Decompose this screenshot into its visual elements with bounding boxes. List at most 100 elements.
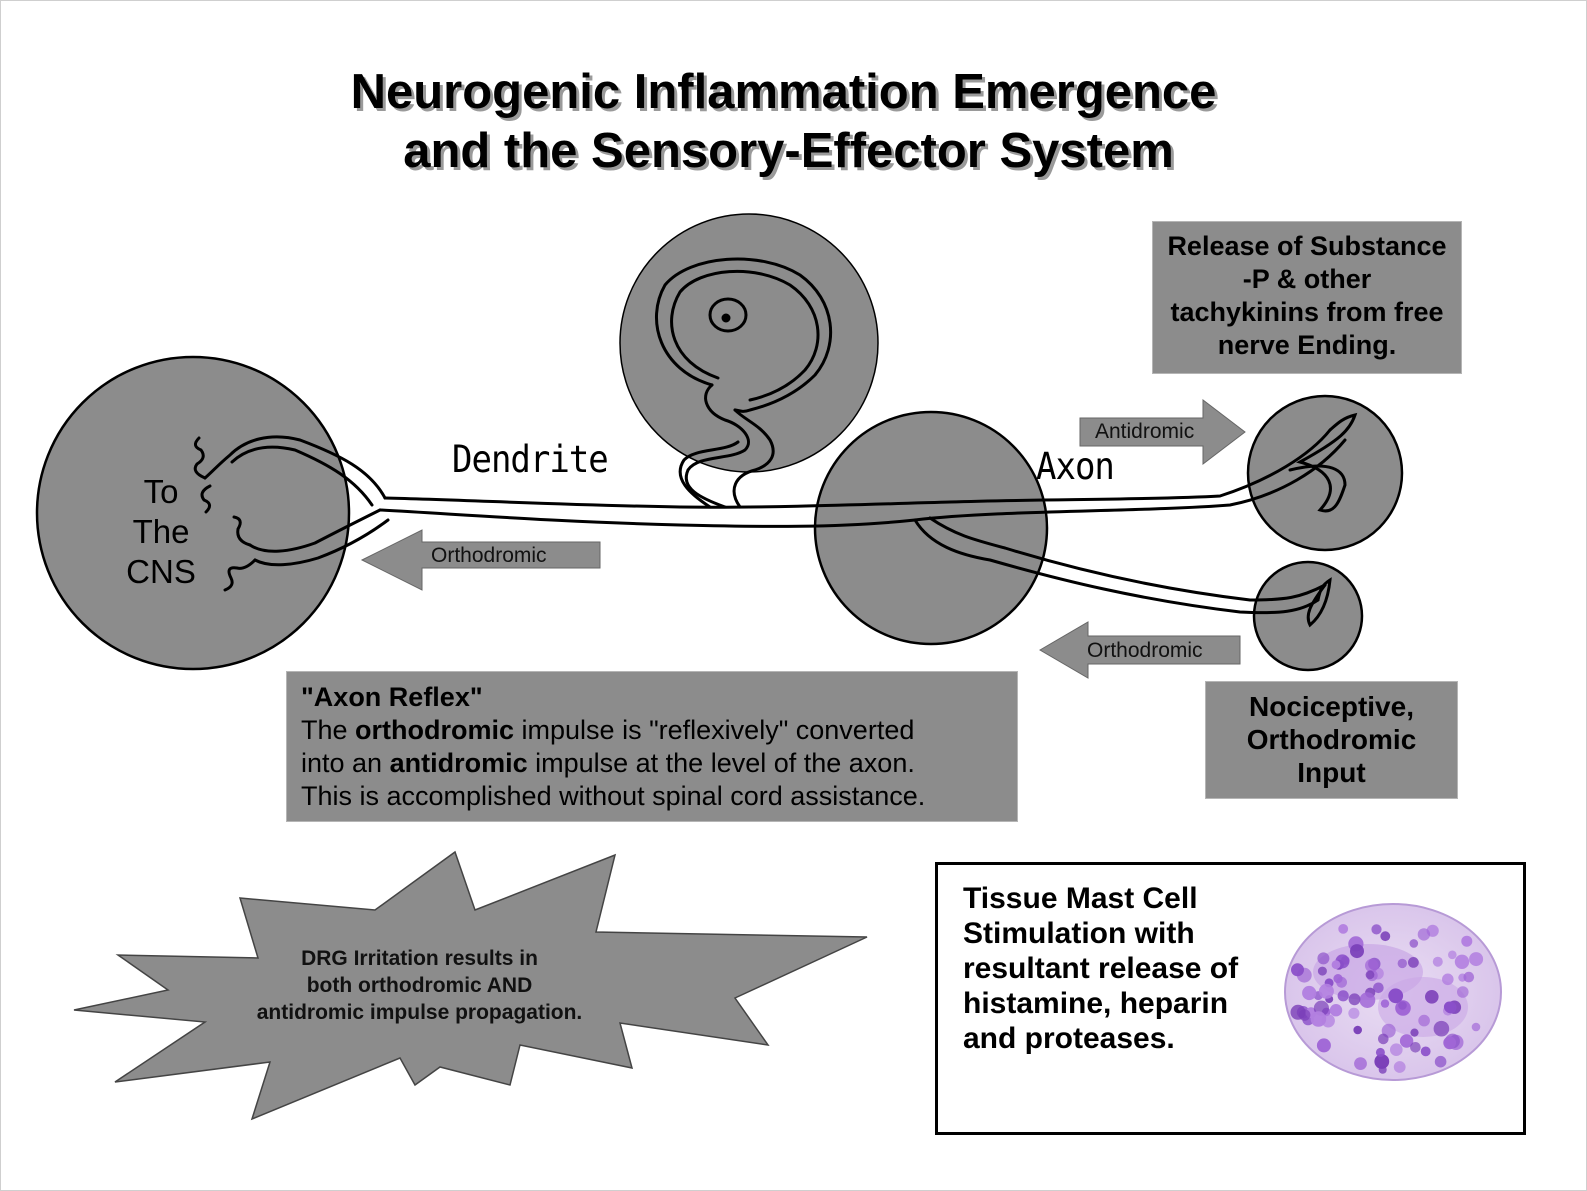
nociceptive-line: Orthodromic xyxy=(1246,724,1417,755)
granule xyxy=(1442,973,1454,986)
granule xyxy=(1443,1001,1455,1013)
release-substance-p-box: Release of Substance -P & other tachykin… xyxy=(1152,221,1462,374)
granule xyxy=(1409,939,1419,948)
granule xyxy=(1317,966,1327,976)
antidromic-arrow xyxy=(1079,398,1246,466)
mast-cell-granules xyxy=(1290,924,1484,1074)
granule xyxy=(1448,950,1457,960)
text-run: into an xyxy=(301,748,390,778)
granule xyxy=(1378,1065,1387,1074)
granule xyxy=(1454,954,1470,969)
mast-cell-image xyxy=(1284,903,1502,1081)
granule xyxy=(1310,1011,1327,1027)
mast-line: Tissue Mast Cell xyxy=(963,882,1198,915)
granule xyxy=(1410,1028,1419,1037)
granule xyxy=(1373,982,1384,994)
granule xyxy=(1291,963,1304,977)
granule xyxy=(1316,1038,1331,1053)
release-line: -P & other xyxy=(1242,264,1372,294)
granule xyxy=(1432,956,1443,967)
mast-line: resultant release of xyxy=(963,952,1239,985)
antidromic-emphasis: antidromic xyxy=(389,748,528,778)
granule xyxy=(1374,1054,1390,1069)
granule xyxy=(1338,924,1349,934)
orthodromic-arrow-right xyxy=(1039,621,1241,679)
mast-line: and proteases. xyxy=(963,1022,1175,1055)
granule xyxy=(1471,1022,1481,1032)
cns-circle xyxy=(35,355,351,671)
granule xyxy=(1365,970,1375,980)
text-run: The xyxy=(301,715,356,745)
release-line: tachykinins from free xyxy=(1170,297,1444,327)
cns-label-line: CNS xyxy=(126,553,196,590)
axon-branch-circle xyxy=(813,410,1049,646)
granule xyxy=(1443,1036,1457,1050)
axon-label: Axon xyxy=(1036,445,1115,489)
granule xyxy=(1302,985,1317,1001)
granule xyxy=(1341,956,1350,965)
text-run: impulse at the level of the axon. xyxy=(527,748,915,778)
granule xyxy=(1457,986,1469,998)
granule xyxy=(1408,957,1419,968)
dendrite-label: Dendrite xyxy=(452,438,609,482)
nociceptive-line: Nociceptive, xyxy=(1249,691,1414,722)
granule xyxy=(1359,992,1376,1008)
orthodromic-emphasis: orthodromic xyxy=(355,715,515,745)
granule xyxy=(1393,1061,1406,1073)
to-the-cns-label: To The CNS xyxy=(116,472,206,592)
granule xyxy=(1365,958,1379,973)
axon-reflex-line-2: into an antidromic impulse at the level … xyxy=(301,747,1017,780)
granule xyxy=(1398,1001,1407,1010)
granule xyxy=(1388,988,1404,1004)
granule xyxy=(1354,1057,1367,1070)
granule xyxy=(1420,1046,1431,1057)
granule xyxy=(1350,944,1364,959)
granule xyxy=(1348,1007,1360,1019)
drg-irritation-text: DRG Irritation results in both orthodrom… xyxy=(222,945,617,1026)
antidromic-label: Antidromic xyxy=(1095,420,1195,443)
granule xyxy=(1336,976,1347,988)
cns-label-line: The xyxy=(132,513,190,550)
mast-line: histamine, heparin xyxy=(963,987,1229,1020)
granule xyxy=(1418,1014,1430,1027)
slide-title-line-1: Neurogenic Inflammation Emergence xyxy=(350,65,1217,119)
granule xyxy=(1318,983,1334,999)
granule xyxy=(1331,960,1341,970)
granule xyxy=(1348,993,1361,1006)
granule xyxy=(1461,935,1473,947)
mast-line: Stimulation with xyxy=(963,917,1195,950)
axon-reflex-heading: "Axon Reflex" xyxy=(301,682,483,712)
burst-line: DRG Irritation results in xyxy=(301,947,538,970)
granule xyxy=(1390,1043,1403,1056)
release-line: nerve Ending. xyxy=(1217,330,1397,360)
axon-reflex-line-3: This is accomplished without spinal cord… xyxy=(301,781,926,811)
granule xyxy=(1397,958,1407,969)
granule xyxy=(1410,1042,1421,1053)
granule xyxy=(1417,928,1431,941)
slide-title-line-2: and the Sensory-Effector System xyxy=(403,124,1174,178)
mast-cell-text: Tissue Mast Cell Stimulation with result… xyxy=(963,881,1273,1056)
nociceptive-line: Input xyxy=(1297,757,1366,788)
granule xyxy=(1371,924,1382,935)
granule xyxy=(1353,1025,1362,1035)
mast-cell-box: Tissue Mast Cell Stimulation with result… xyxy=(935,862,1526,1135)
nociceptive-input-box: Nociceptive, Orthodromic Input xyxy=(1205,681,1458,799)
burst-line: antidromic impulse propagation. xyxy=(256,1001,583,1024)
granule xyxy=(1463,971,1475,983)
granule xyxy=(1375,1047,1385,1057)
axon-reflex-line-1: The orthodromic impulse is "reflexively"… xyxy=(301,714,1017,747)
granule xyxy=(1380,931,1391,942)
granule xyxy=(1298,1009,1311,1021)
granule xyxy=(1433,1020,1450,1037)
cell-body-circle xyxy=(619,213,879,473)
granule xyxy=(1434,1055,1447,1068)
granule xyxy=(1469,952,1484,967)
granule xyxy=(1337,990,1349,1002)
release-line: Release of Substance xyxy=(1167,231,1447,261)
text-run: impulse is "reflexively" converted xyxy=(514,715,915,745)
burst-line: both orthodromic AND xyxy=(306,974,533,997)
granule xyxy=(1425,990,1439,1004)
orthodromic-label-left: Orthodromic xyxy=(431,544,547,567)
granule xyxy=(1380,999,1390,1008)
